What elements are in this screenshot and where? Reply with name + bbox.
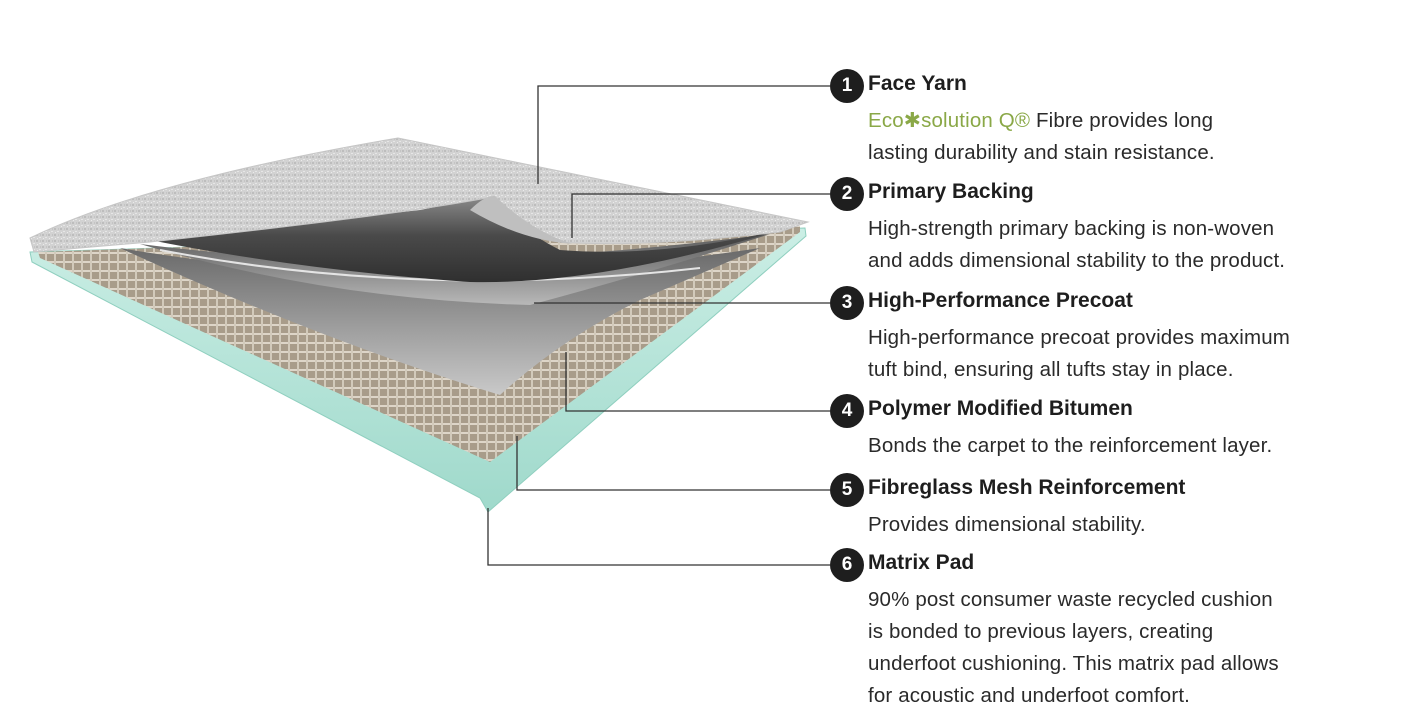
layer-description: High-strength primary backing is non-wov…: [868, 213, 1285, 277]
description-line: is bonded to previous layers, creating: [868, 620, 1214, 643]
leader-lines: [487, 85, 830, 566]
layer-number-badge: 5: [830, 473, 864, 507]
precoat-highlight: [159, 249, 701, 282]
description-line: Eco✱solution Q® Fibre provides long: [868, 105, 1215, 137]
face-yarn-curl: [470, 195, 572, 244]
layer-title: Matrix Pad: [868, 551, 975, 574]
description-line: Provides dimensional stability.: [868, 513, 1146, 536]
layer-description: Provides dimensional stability.: [868, 509, 1146, 541]
description-line: lasting durability and stain resistance.: [868, 141, 1215, 164]
leader-line-5: [516, 436, 830, 491]
description-line: underfoot cushioning. This matrix pad al…: [868, 652, 1279, 675]
leader-line-4: [565, 352, 830, 412]
primary-backing-layer: [150, 197, 780, 283]
layer-number-badge: 6: [830, 548, 864, 582]
description-line: and adds dimensional stability to the pr…: [868, 249, 1286, 272]
description-line: tuft bind, ensuring all tufts stay in pl…: [868, 358, 1234, 381]
description-line: 90% post consumer waste recycled cushion: [868, 588, 1273, 611]
description-line: High-performance precoat provides maximu…: [868, 326, 1291, 349]
leader-line-1: [537, 85, 830, 184]
description-line: for acoustic and underfoot comfort.: [868, 684, 1191, 707]
leader-line-2: [571, 193, 830, 238]
layer-description: Bonds the carpet to the reinforcement la…: [868, 430, 1272, 462]
layer-description: Eco✱solution Q® Fibre provides long last…: [868, 105, 1215, 169]
description-line: High-strength primary backing is non-wov…: [868, 217, 1275, 240]
layer-number-badge: 4: [830, 394, 864, 428]
brand-name: Eco✱solution Q®: [868, 109, 1031, 132]
layer-number-badge: 3: [830, 286, 864, 320]
layer-title: Fibreglass Mesh Reinforcement: [868, 476, 1186, 499]
layer-number-badge: 1: [830, 69, 864, 103]
layer-title: High-Performance Precoat: [868, 289, 1133, 312]
leader-line-6: [487, 508, 830, 566]
layer-description: 90% post consumer waste recycled cushion…: [868, 584, 1279, 712]
description-line: Bonds the carpet to the reinforcement la…: [868, 434, 1273, 457]
layer-title: Primary Backing: [868, 180, 1034, 203]
face-yarn-layer: [29, 137, 810, 253]
layer-title: Polymer Modified Bitumen: [868, 397, 1133, 420]
layer-number-badge: 2: [830, 177, 864, 211]
description-text: Fibre provides long: [1030, 109, 1214, 132]
layer-title: Face Yarn: [868, 72, 967, 95]
layer-description: High-performance precoat provides maximu…: [868, 322, 1290, 386]
